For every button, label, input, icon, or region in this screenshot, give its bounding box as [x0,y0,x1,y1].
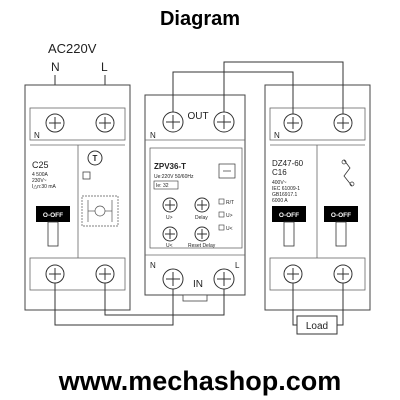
footer-url: www.mechashop.com [58,366,342,396]
breaker-terminal-bottom-l [333,264,353,284]
breaker-n-label: N [274,131,280,140]
protector-l-bottom-label: L [235,261,240,270]
breaker-spec-3: GB16917.1 [272,192,298,198]
protector-out-terminal-n [162,111,184,133]
rcd-terminal-bottom-n [45,264,65,284]
supply-voltage-label: AC220V [48,41,97,56]
breaker-off-right-label: O-OFF [331,212,351,219]
knob-overvoltage[interactable] [162,197,178,213]
indicator-over: U> [218,211,233,219]
load-box: Load [296,315,338,335]
rcd-terminal-top-n [45,113,65,133]
knob-label-delay: Delay [195,215,208,221]
protector-current: Ie: 32 [156,183,169,189]
voltage-protector-module: OUT N ZPV36-T Ue:220V 50/60Hz Ie: 32 U> … [144,94,246,302]
rcd-terminal-bottom-l [95,264,115,284]
breaker-spec-1: 400V~ [272,180,287,186]
breaker-terminal-top-n [283,113,303,133]
knob-undervoltage[interactable] [162,226,178,242]
protector-in-terminal-l [213,268,235,290]
breaker-toggle-right[interactable]: O-OFF [324,206,358,247]
rcd-terminal-top-l [95,113,115,133]
protector-rating: Ue:220V 50/60Hz [154,174,194,180]
indicator-under-label: U< [226,226,233,232]
breaker-spec-4: 6000 A [272,198,288,204]
breaker-model: DZ47-60 [272,159,304,168]
breaker-terminal-top-l [333,113,353,133]
indicator-under: U< [218,224,233,232]
diagram-title: Diagram [160,8,240,30]
protector-out-label: OUT [187,111,208,122]
rcd-model: C25 [32,160,49,170]
breaker-schematic-symbol [341,159,355,187]
protector-in-terminal-n [162,268,184,290]
knob-reset-delay[interactable] [194,226,210,242]
supply-l-label: L [101,60,108,74]
knob-label-undervoltage: U< [166,243,173,249]
rcd-test-button[interactable]: T [87,150,103,166]
breaker-toggle-left[interactable]: O-OFF [272,206,306,247]
knob-label-overvoltage: U> [166,215,173,221]
knob-delay[interactable] [194,197,210,213]
rcd-test-label: T [93,154,98,163]
breaker-module: N DZ47-60 C16 400V~ IEC 61009-1 GB16917.… [264,84,371,311]
indicator-rt-label: R/T [226,200,234,206]
protector-n-top-label: N [150,131,156,140]
breaker-spec-2: IEC 61009-1 [272,186,300,192]
breaker-off-left-label: O-OFF [279,212,299,219]
protector-model: ZPV36-T [154,162,186,171]
interconnect-wires [54,61,344,326]
protector-in-label: IN [193,279,203,290]
breaker-terminal-bottom-n [283,264,303,284]
breaker-rating: C16 [272,168,287,177]
rcd-module: N C25 4 500A 230V~ I△n:30 mA T O-OFF [24,84,131,311]
rcd-internal-schematic [81,195,119,227]
protector-n-bottom-label: N [150,261,156,270]
knob-label-reset-delay: Reset Delay [188,243,216,249]
rcd-spec-1: 4 500A [32,172,49,178]
protector-out-terminal-l [213,111,235,133]
rcd-toggle-switch[interactable]: O-OFF [36,206,70,247]
indicator-over-label: U> [226,213,233,219]
supply-n-label: N [51,60,60,74]
rcd-spec-3: I△n:30 mA [32,184,57,190]
load-label: Load [306,321,328,332]
rcd-n-label: N [34,131,40,140]
rcd-spec-2: 230V~ [32,178,47,184]
rcd-off-label: O-OFF [43,212,63,219]
indicator-rt: R/T [218,198,234,206]
